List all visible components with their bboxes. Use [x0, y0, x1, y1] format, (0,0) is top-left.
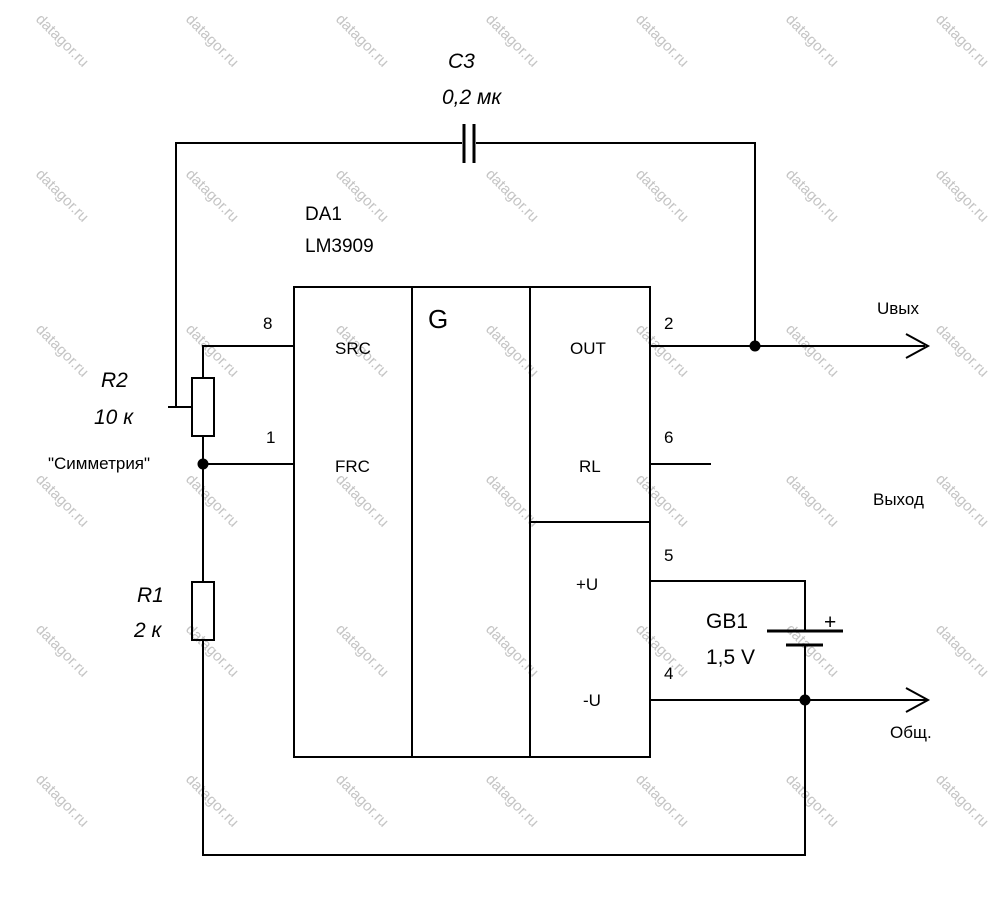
r2-reference: R2 [101, 369, 128, 392]
r1-reference: R1 [137, 584, 164, 607]
watermark-text: datagor.ru [482, 621, 542, 681]
watermark-text: datagor.ru [32, 621, 92, 681]
pin-vpos-name: +U [576, 575, 598, 594]
watermark-text: datagor.ru [932, 621, 989, 681]
pin-rl-name: RL [579, 457, 601, 476]
pin-rl-number: 6 [664, 428, 673, 447]
ground-label: Общ. [890, 723, 932, 742]
battery-polarity: + [824, 611, 836, 634]
watermark-text: datagor.ru [182, 11, 242, 71]
pin-out-name: OUT [570, 339, 606, 358]
r2-note: "Симметрия" [48, 454, 150, 473]
watermark-text: datagor.ru [932, 471, 989, 531]
watermark-text: datagor.ru [632, 166, 692, 226]
watermark-text: datagor.ru [332, 11, 392, 71]
battery-gb1 [767, 629, 843, 647]
wire-pin5 [650, 580, 806, 631]
watermark-text: datagor.ru [782, 321, 842, 381]
output-description: Выход [873, 490, 924, 509]
gb1-value: 1,5 V [706, 646, 755, 669]
watermark-text: datagor.ru [632, 11, 692, 71]
resistor-r2 [191, 377, 215, 437]
arrow-gnd [905, 687, 931, 713]
watermark-text: datagor.ru [182, 771, 242, 831]
pin-vneg-name: -U [583, 691, 601, 710]
gb1-reference: GB1 [706, 610, 748, 633]
watermark-text: datagor.ru [782, 166, 842, 226]
watermark-text: datagor.ru [632, 321, 692, 381]
watermark-text: datagor.ru [932, 166, 989, 226]
pin-vneg-number: 4 [664, 664, 673, 683]
ic-reference: DA1 [305, 204, 342, 225]
watermark-text: datagor.ru [482, 166, 542, 226]
wire-ground-return [202, 640, 806, 856]
c3-value: 0,2 мк [442, 86, 502, 109]
c3-reference: C3 [448, 50, 475, 73]
junction-gnd [799, 694, 811, 706]
ic-part-number: LM3909 [305, 236, 374, 257]
junction-out [749, 340, 761, 352]
watermark-text: datagor.ru [932, 771, 989, 831]
junction-r2-r1 [197, 458, 209, 470]
watermark-text: datagor.ru [932, 321, 989, 381]
resistor-r1 [191, 581, 215, 641]
r1-value: 2 к [133, 619, 163, 642]
output-voltage-label: Uвых [877, 299, 920, 318]
watermark-text: datagor.ru [332, 621, 392, 681]
watermark-text: datagor.ru [932, 11, 989, 71]
watermark-text: datagor.ru [332, 471, 392, 531]
watermark-text: datagor.ru [782, 771, 842, 831]
watermark-text: datagor.ru [332, 771, 392, 831]
arrow-out [905, 333, 931, 359]
watermark-text: datagor.ru [632, 771, 692, 831]
wire-c3-left [175, 142, 462, 407]
ic-da1: G SRC FRC OUT RL +U -U 8 1 2 6 5 4 [263, 286, 673, 758]
wire-c3-right [476, 142, 756, 346]
watermark-text: datagor.ru [32, 321, 92, 381]
watermark-text: datagor.ru [182, 166, 242, 226]
watermark-text: datagor.ru [32, 771, 92, 831]
watermark-text: datagor.ru [32, 471, 92, 531]
watermark-text: datagor.ru [632, 621, 692, 681]
watermark-text: datagor.ru [32, 166, 92, 226]
watermark-text: datagor.ru [482, 771, 542, 831]
pin-frc-name: FRC [335, 457, 370, 476]
pin-src-name: SRC [335, 339, 371, 358]
watermark-text: datagor.ru [482, 321, 542, 381]
pin-frc-number: 1 [266, 428, 275, 447]
watermark-text: datagor.ru [32, 11, 92, 71]
r2-value: 10 к [94, 406, 134, 429]
watermark-layer: datagor.ru datagor.ru datagor.ru datagor.ru… [32, 11, 989, 831]
ic-center-label: G [428, 304, 448, 334]
watermark-text: datagor.ru [782, 471, 842, 531]
pin-vpos-number: 5 [664, 546, 673, 565]
wire-pin8 [202, 345, 294, 378]
watermark-text: datagor.ru [182, 321, 242, 381]
watermark-text: datagor.ru [482, 11, 542, 71]
capacitor-c3 [462, 124, 476, 163]
pin-src-number: 8 [263, 314, 272, 333]
pin-out-number: 2 [664, 314, 673, 333]
watermark-text: datagor.ru [782, 11, 842, 71]
watermark-text: datagor.ru [182, 471, 242, 531]
wires [168, 142, 931, 856]
